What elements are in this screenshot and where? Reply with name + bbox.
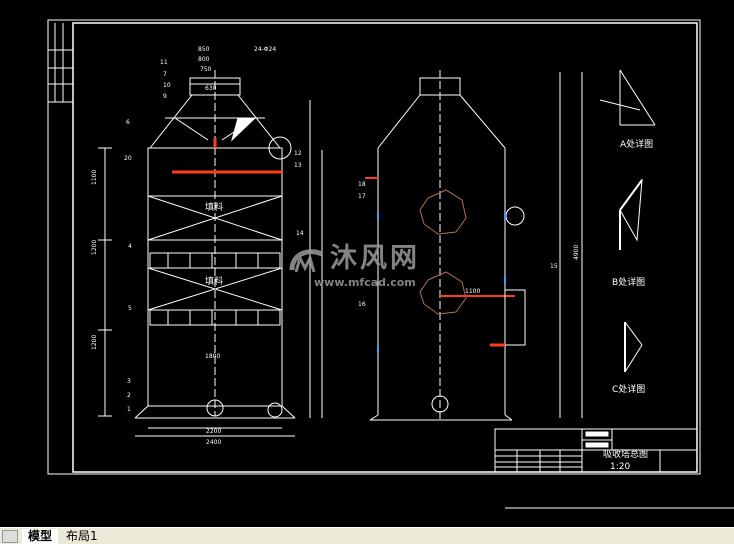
- leader-number: 11: [160, 59, 168, 66]
- leader-number: 13: [294, 162, 302, 169]
- dim-height-total: 4900: [573, 245, 580, 260]
- drawing-scale: 1:20: [610, 462, 630, 472]
- detail-b-label: B处详图: [612, 276, 645, 288]
- dim-h1: 1100: [91, 170, 98, 185]
- leader-number: 5: [128, 305, 132, 312]
- fill-label-lower: 填料: [205, 275, 223, 287]
- watermark-logo-icon: [289, 249, 323, 273]
- watermark-url: www.mfcad.com: [314, 276, 416, 289]
- leader-number: 12: [294, 150, 302, 157]
- leader-number: 20: [124, 155, 132, 162]
- leader-number: 16: [358, 301, 366, 308]
- leader-number: 4: [128, 243, 132, 250]
- fill-label-upper: 填料: [205, 201, 223, 213]
- tab-layout1[interactable]: 布局1: [66, 529, 98, 543]
- bolt-note: 24-Φ24: [254, 46, 276, 53]
- leader-number: 6: [126, 119, 130, 126]
- drawing-title: 吸收塔总图: [603, 448, 648, 460]
- front-view-tower: [98, 70, 323, 437]
- dim-top-outer: 850: [198, 46, 210, 53]
- inner-frame: [72, 22, 698, 473]
- nozzles: [377, 213, 506, 353]
- leader-number: 18: [358, 181, 366, 188]
- tab-scroll-button[interactable]: [2, 530, 18, 543]
- dim-col-width: 1800: [205, 353, 220, 360]
- dim-pipe: 1100: [465, 288, 480, 295]
- dim-base-outer: 2400: [206, 439, 221, 446]
- leader-number: 1: [127, 406, 131, 413]
- dim-h3: 1200: [91, 335, 98, 350]
- watermark-name: 沐风网: [330, 243, 420, 274]
- detail-a-label: A处详图: [620, 138, 653, 150]
- leader-number: 3: [127, 378, 131, 385]
- detail-drawings: [599, 69, 656, 373]
- leader-number: 14: [296, 230, 304, 237]
- leader-number: 17: [358, 193, 366, 200]
- binding-strip: [48, 23, 73, 103]
- dim-base: 2200: [206, 428, 221, 435]
- leader-number: 9: [163, 93, 167, 100]
- title-block: [494, 428, 698, 473]
- dim-top-inner: 750: [200, 66, 212, 73]
- dim-top-mid: 800: [198, 56, 210, 63]
- leader-number: 7: [163, 71, 167, 78]
- outer-frame: [47, 19, 701, 475]
- tab-model[interactable]: 模型: [22, 529, 59, 544]
- side-view-tower: [365, 70, 583, 421]
- dim-neck: 630: [205, 85, 217, 92]
- detail-c-label: C处详图: [612, 383, 645, 395]
- leader-number: 15: [550, 263, 558, 270]
- leader-number: 10: [163, 82, 171, 89]
- leader-number: 2: [127, 392, 131, 399]
- layout-tab-bar: 模型 布局1: [0, 527, 734, 544]
- dim-h2: 1200: [91, 240, 98, 255]
